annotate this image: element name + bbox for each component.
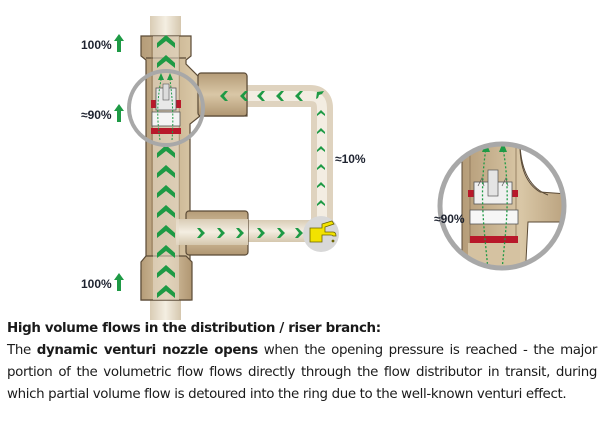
faucet-icon: [309, 220, 337, 243]
arrow-up-icon: [114, 34, 124, 52]
detail-magnifier-ring: [437, 141, 567, 271]
caption-body-rest: when the opening pressure is reached - t…: [7, 343, 597, 402]
arrow-up-icon: [114, 273, 124, 291]
flow-label-top: 100%: [81, 34, 124, 52]
ring-return-arrows: [220, 91, 324, 101]
chevron-up-icon: [157, 205, 175, 218]
chevron-right-icon: [217, 228, 225, 238]
flow-label-venturi: ≈90%: [81, 104, 124, 122]
arrow-up-icon: [114, 104, 124, 122]
ring-riser-arrows: [317, 110, 325, 206]
chevron-up-icon: [157, 165, 175, 178]
venturi-flow-diagram: 100% ≈90% ≈10% 100%: [81, 16, 567, 320]
branch-supply-arrows: [197, 228, 303, 238]
chevron-up-icon: [157, 55, 175, 68]
chevron-up-icon: [157, 35, 175, 48]
caption-body-emphasis: dynamic venturi nozzle opens: [36, 343, 259, 358]
chevron-up-icon: [157, 225, 175, 238]
chevron-right-icon: [295, 228, 303, 238]
riser-flow-arrows: [157, 35, 175, 298]
chevron-right-icon: [257, 228, 265, 238]
chevron-right-icon: [236, 228, 244, 238]
chevron-left-icon: [295, 91, 303, 101]
chevron-up-icon: [157, 185, 175, 198]
chevron-up-left-icon: [316, 91, 324, 99]
chevron-up-icon: [157, 145, 175, 158]
caption-body-lead: The: [7, 343, 37, 358]
chevron-right-icon: [197, 228, 205, 238]
flow-percent-bottom: 100%: [81, 277, 112, 291]
chevron-up-icon: [157, 285, 175, 298]
chevron-right-icon: [277, 228, 285, 238]
chevron-left-icon: [276, 91, 284, 101]
tap-outlet: [303, 216, 339, 252]
venturi-detail-view: ≈90%: [434, 141, 567, 271]
chevron-up-icon: [157, 245, 175, 258]
caption: High volume flows in the distribution / …: [7, 318, 597, 406]
chevron-left-icon: [240, 91, 248, 101]
chevron-left-icon: [257, 91, 265, 101]
caption-body: The dynamic venturi nozzle opens when th…: [7, 340, 597, 406]
flow-percent-bypass: ≈10%: [335, 152, 366, 166]
flow-percent-top: 100%: [81, 38, 112, 52]
caption-title: High volume flows in the distribution / …: [7, 321, 381, 336]
chevron-up-icon: [157, 265, 175, 278]
chevron-left-icon: [220, 91, 228, 101]
flow-percent-venturi: ≈90%: [81, 108, 112, 122]
flow-percent-detail: ≈90%: [434, 212, 465, 226]
flow-label-bottom: 100%: [81, 273, 124, 291]
flow-label-bypass: ≈10%: [335, 152, 366, 166]
venturi-nozzle-small: [151, 73, 181, 141]
magnifier-ring: [127, 69, 205, 147]
